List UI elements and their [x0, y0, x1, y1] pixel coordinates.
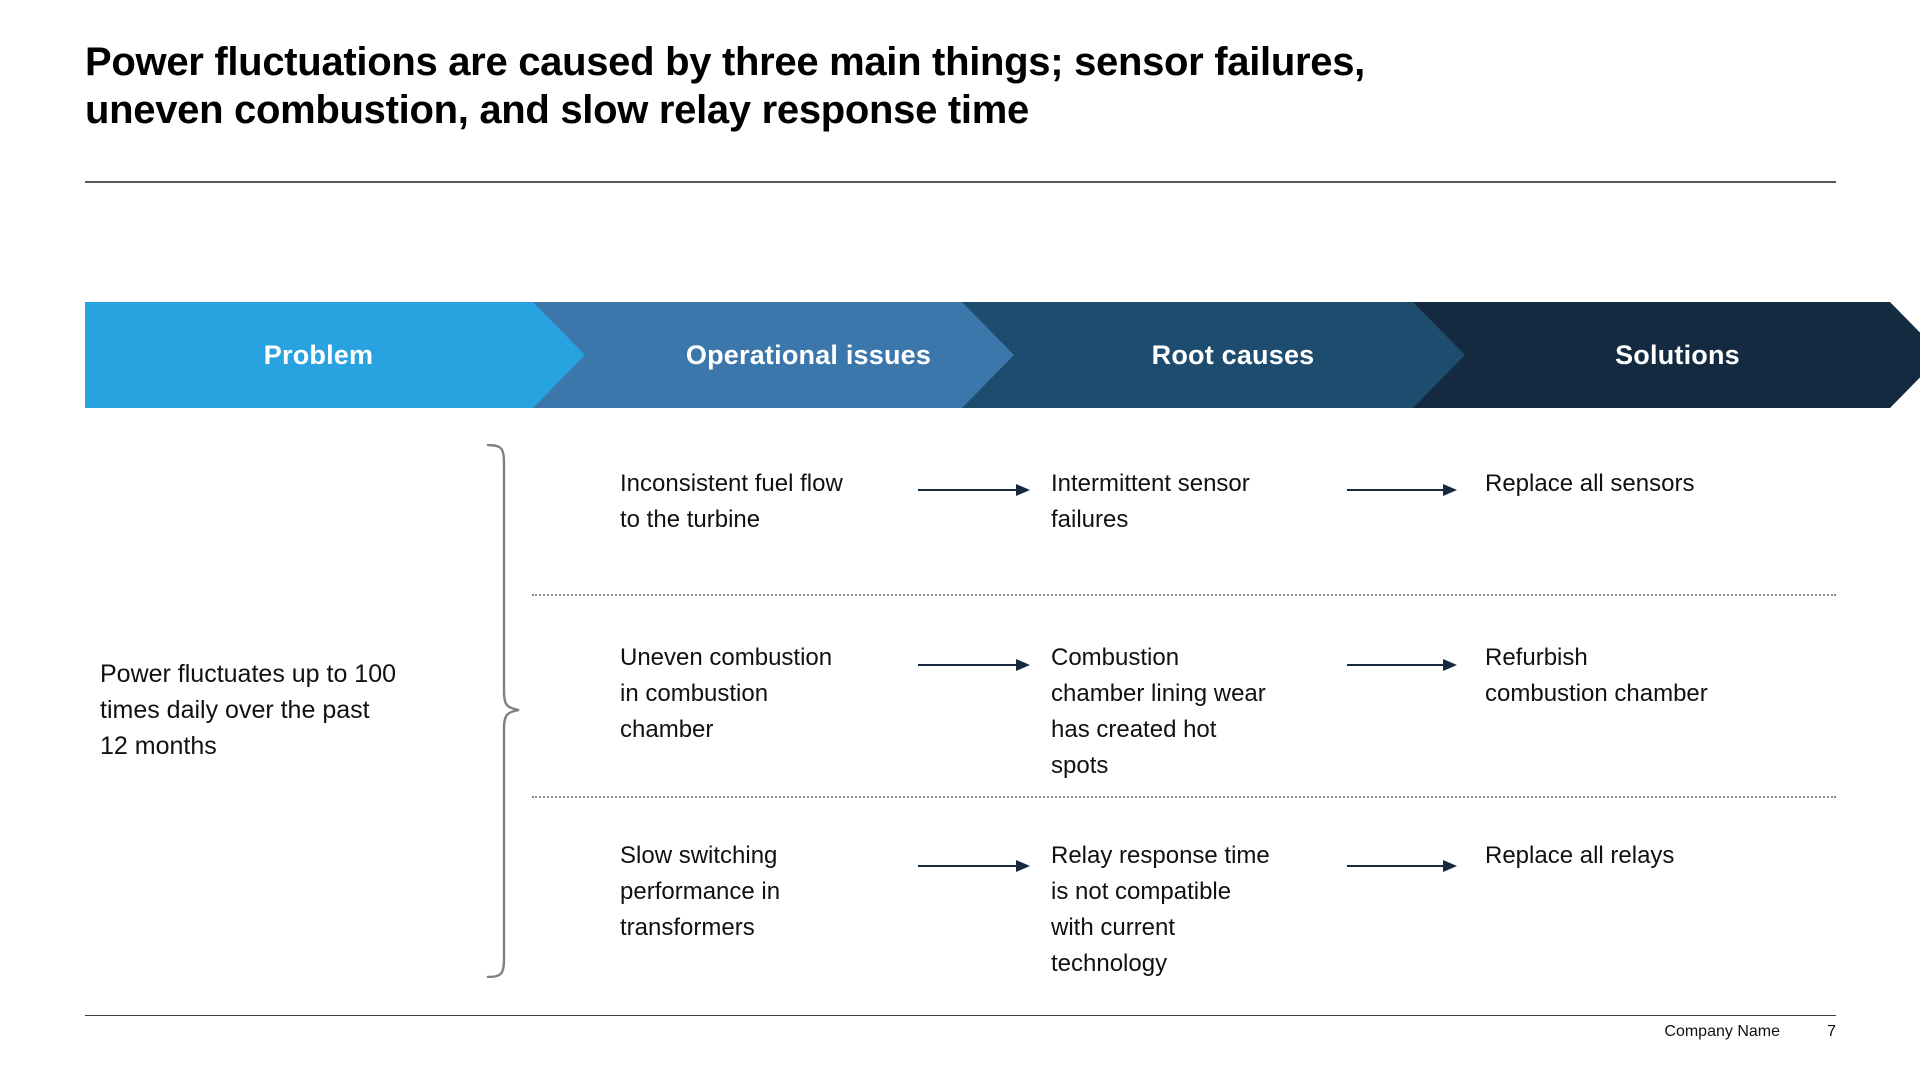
flow-arrow-icon [1347, 659, 1457, 671]
row-divider-2 [532, 796, 1836, 798]
root-cause-text: Combustion chamber lining wear has creat… [1051, 644, 1266, 779]
footer-company-name: Company Name [1664, 1023, 1780, 1040]
footer-divider [85, 1015, 1836, 1016]
root-cause-text: Intermittent sensor failures [1051, 470, 1250, 533]
arrow-shaft [918, 664, 1018, 666]
solution-text: Replace all relays [1485, 842, 1675, 869]
arrow-shaft [918, 865, 1018, 867]
operational-issue-text: Uneven combustion in combustion chamber [620, 644, 833, 743]
arrow-shaft [1347, 865, 1445, 867]
flow-arrow-icon [1347, 484, 1457, 496]
operational-issue-text: Inconsistent fuel flow to the turbine [620, 470, 843, 533]
operational-issue-text: Slow switching performance in transforme… [620, 842, 781, 941]
arrow-shaft [918, 489, 1018, 491]
stage-chevron-problem: Problem [85, 302, 604, 408]
arrow-head [1016, 484, 1030, 496]
brace-icon [486, 444, 520, 978]
arrow-shaft [1347, 489, 1445, 491]
arrow-head [1443, 860, 1457, 872]
arrow-shaft [1347, 664, 1445, 666]
arrow-head [1016, 860, 1030, 872]
problem-statement: Power fluctuates up to 100 times daily o… [100, 660, 397, 760]
flow-arrow-icon [918, 484, 1030, 496]
row-divider-1 [532, 594, 1836, 596]
flow-arrow-icon [918, 860, 1030, 872]
process-stage-band: Problem Operational issues Root causes S… [85, 302, 1838, 408]
arrow-head [1443, 659, 1457, 671]
title-divider [85, 181, 1836, 183]
solution-text: Refurbish combustion chamber [1485, 644, 1708, 707]
arrow-head [1016, 659, 1030, 671]
arrow-head [1443, 484, 1457, 496]
root-cause-text: Relay response time is not compatible wi… [1051, 842, 1270, 977]
stage-label-solutions: Solutions [1615, 339, 1740, 370]
stage-chevron-root-causes: Root causes [962, 302, 1504, 408]
flow-arrow-icon [1347, 860, 1457, 872]
flow-arrow-icon [918, 659, 1030, 671]
stage-label-problem: Problem [263, 339, 374, 370]
slide-title: Power fluctuations are caused by three m… [85, 40, 1365, 132]
solution-text: Replace all sensors [1485, 470, 1695, 497]
stage-chevron-solutions: Solutions [1413, 302, 1920, 408]
footer-page-number: 7 [1827, 1023, 1836, 1040]
stage-label-operational-issues: Operational issues [685, 339, 932, 370]
stage-label-root-causes: Root causes [1151, 339, 1315, 370]
